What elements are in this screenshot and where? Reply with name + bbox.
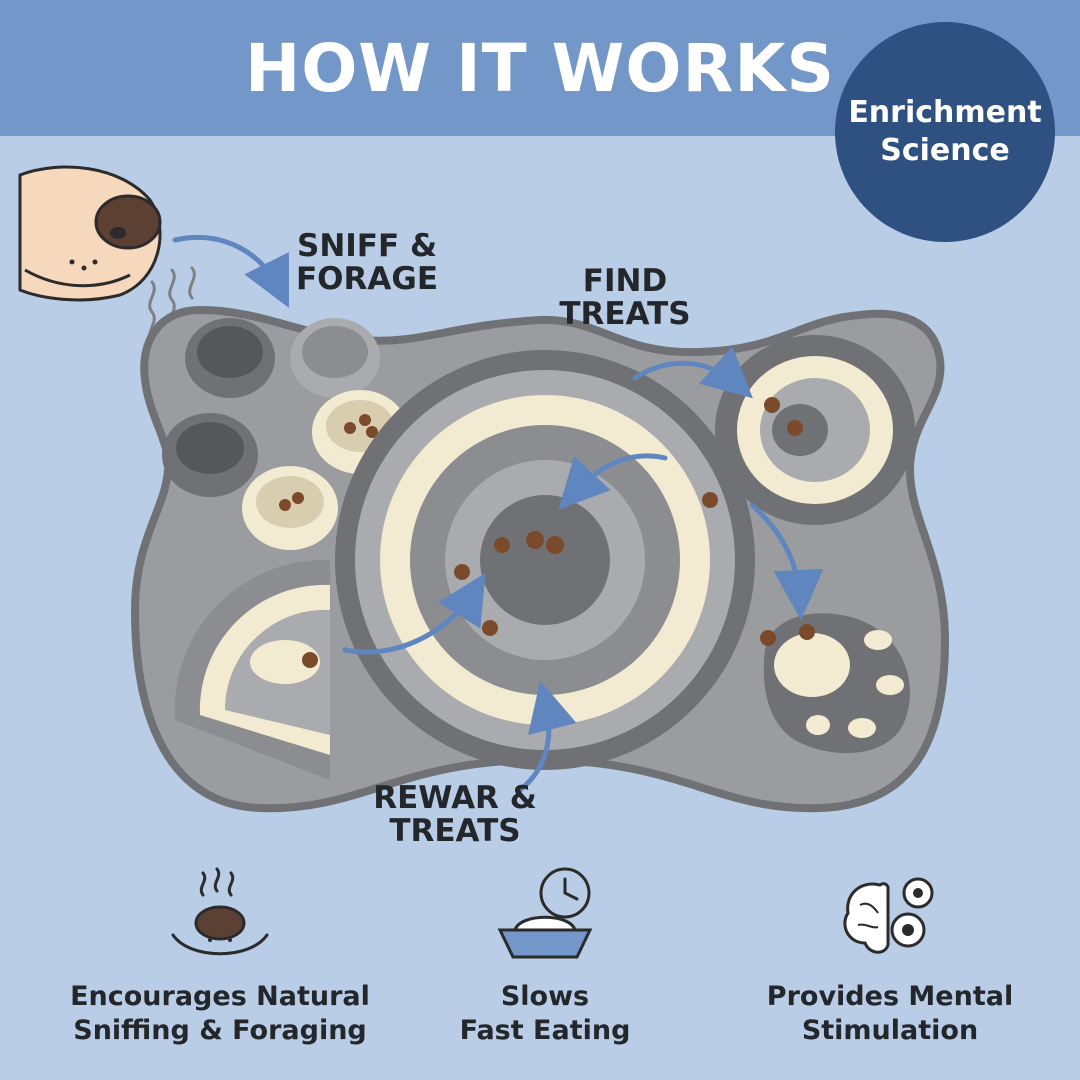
arrow-down-right: [749, 502, 824, 620]
benefit-1-line-2: Sniffing & Foraging: [73, 1015, 367, 1046]
step-label-sniff-forage: SNIFF & FORAGE: [292, 230, 442, 296]
arrow-up: [517, 680, 577, 793]
benefit-mental-stimulation: Provides Mental Stimulation: [720, 860, 1060, 1048]
benefit-slow-eating: Slows Fast Eating: [375, 860, 715, 1048]
reward-line-2: TREATS: [389, 813, 521, 849]
badge-line-2: Science: [880, 133, 1010, 168]
sniff-line-2: FORAGE: [295, 261, 438, 297]
benefit-1-line-1: Encourages Natural: [70, 981, 370, 1012]
food-bowl-clock-icon: [497, 867, 593, 959]
arrow-center: [558, 453, 668, 510]
badge-line-1: Enrichment: [848, 95, 1042, 130]
snuffle-mat-illustration: [18, 165, 950, 813]
page-title: HOW IT WORKS: [244, 30, 836, 107]
enrichment-science-badge: Enrichment Science: [835, 22, 1055, 242]
sniff-line-1: SNIFF &: [297, 228, 437, 264]
arrow-left-in: [342, 573, 486, 655]
reward-line-1: REWAR &: [373, 780, 537, 816]
dog-nose-sniffing-icon: [171, 867, 269, 956]
dog-nose-icon: [18, 165, 162, 302]
benefit-3-line-1: Provides Mental: [766, 981, 1014, 1012]
flow-arrows: [172, 234, 824, 793]
step-label-find-treats: FIND TREATS: [550, 265, 700, 331]
fleece-paw: [760, 613, 910, 754]
fleece-fan: [174, 559, 330, 780]
step-label-reward-treats: REWAR & TREATS: [370, 782, 540, 848]
fleece-small-flower: [715, 335, 915, 525]
find-line-2: TREATS: [559, 296, 691, 332]
benefit-2-line-1: Slows: [500, 981, 590, 1012]
benefit-2-line-2: Fast Eating: [459, 1015, 631, 1046]
fleece-cups: [162, 318, 408, 550]
find-line-1: FIND: [582, 263, 668, 299]
arrow-sniff: [172, 234, 289, 308]
benefit-3-line-2: Stimulation: [801, 1015, 979, 1046]
benefit-sniffing: Encourages Natural Sniffing & Foraging: [50, 860, 390, 1048]
brain-gears-icon: [843, 877, 934, 954]
arrow-find: [632, 346, 753, 399]
